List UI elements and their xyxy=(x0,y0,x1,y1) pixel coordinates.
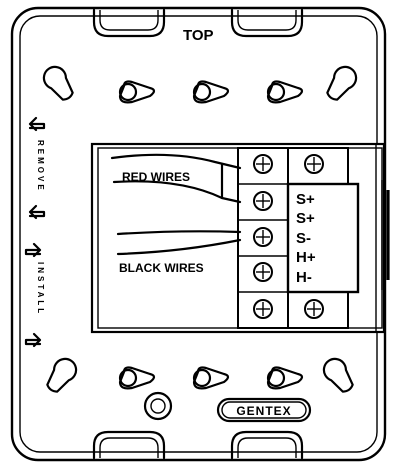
slot-top-2 xyxy=(192,80,230,104)
terminal-label-3: S- xyxy=(296,230,311,247)
screw-1 xyxy=(253,154,273,174)
black-wires-label: BLACK WIRES xyxy=(119,261,204,275)
terminal-label-5: H- xyxy=(296,269,312,286)
top-label: TOP xyxy=(183,27,214,44)
slot-bottom-3 xyxy=(266,366,304,390)
terminal-label-2: S+ xyxy=(296,210,315,227)
red-wires-label: RED WIRES xyxy=(122,170,190,184)
black-wires xyxy=(116,230,242,256)
screw-2 xyxy=(253,191,273,211)
screw-6 xyxy=(304,154,324,174)
slot-bottom-2 xyxy=(192,366,230,390)
remove-arrow-up xyxy=(28,116,46,132)
terminal-block-right xyxy=(286,147,360,329)
terminal-label-1: S+ xyxy=(296,191,315,208)
screw-5 xyxy=(253,299,273,319)
slot-bottom-1 xyxy=(118,366,156,390)
slot-top-3 xyxy=(266,80,304,104)
remove-label: REMOVE xyxy=(36,140,45,193)
top-tab-right xyxy=(230,8,304,38)
terminal-label-4: H+ xyxy=(296,249,316,266)
keyhole-bottom-left xyxy=(46,357,78,393)
keyhole-top-left xyxy=(42,65,74,101)
keyhole-top-right xyxy=(326,65,358,101)
install-arrow-up xyxy=(24,242,42,258)
install-arrow-down xyxy=(24,332,42,348)
keyhole-bottom-right xyxy=(322,357,354,393)
slot-top-1 xyxy=(118,80,156,104)
top-tab-left xyxy=(92,8,166,38)
screw-3 xyxy=(253,227,273,247)
screw-4 xyxy=(253,262,273,282)
gentex-logo: GENTEX xyxy=(216,397,312,423)
bottom-tab-right xyxy=(230,430,304,460)
brand-label: GENTEX xyxy=(236,404,291,418)
round-hole xyxy=(143,391,173,421)
install-label: INSTALL xyxy=(36,262,45,316)
bottom-tab-left xyxy=(92,430,166,460)
red-wires xyxy=(110,153,242,204)
screw-7 xyxy=(304,299,324,319)
remove-arrow-down xyxy=(28,204,46,220)
